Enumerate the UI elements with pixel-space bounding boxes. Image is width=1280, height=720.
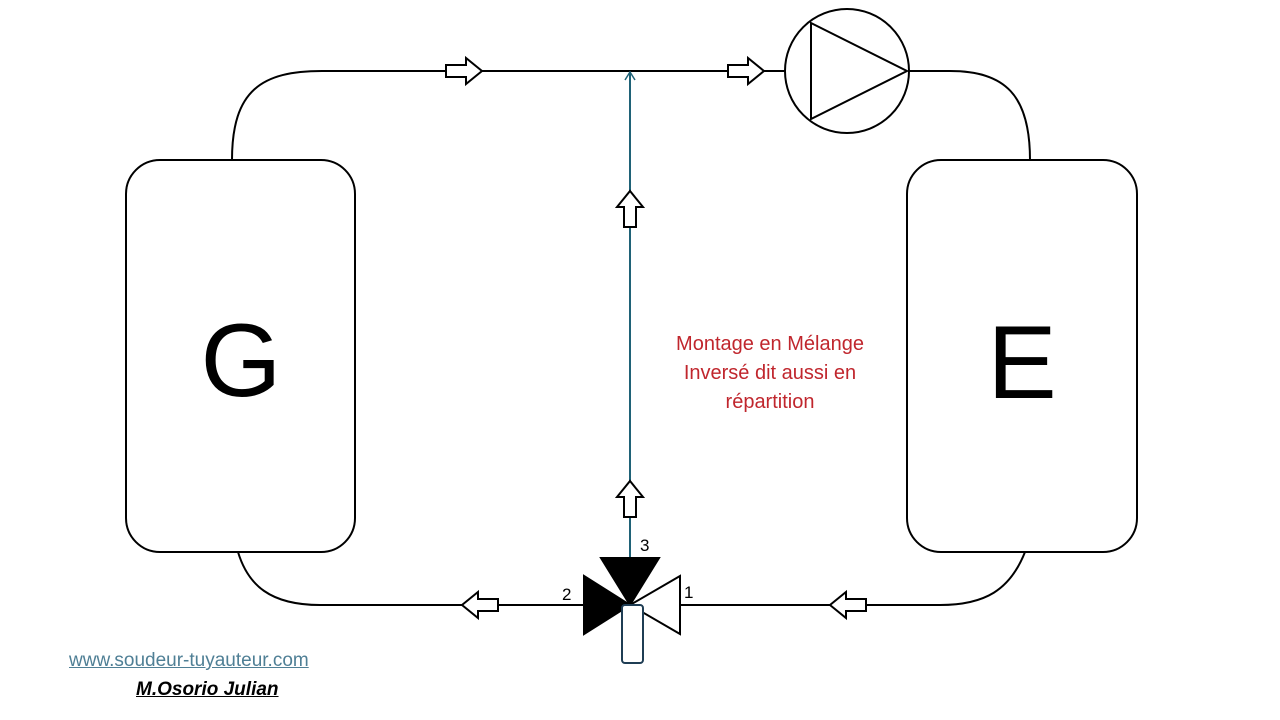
note-line: Montage en Mélange xyxy=(676,333,864,355)
generator-box: G xyxy=(125,159,356,553)
author-credit: M.Osorio Julian xyxy=(136,679,279,700)
flow-arrow-icon xyxy=(727,57,765,85)
bypass-pipe xyxy=(624,70,636,558)
website-link[interactable]: www.soudeur-tuyauteur.com xyxy=(69,650,309,671)
return-pipe-left xyxy=(237,551,584,606)
generator-label: G xyxy=(201,303,282,419)
emitter-box: E xyxy=(906,159,1138,553)
return-pipe-right xyxy=(680,551,1026,606)
note-line: Inversé dit aussi en xyxy=(683,362,857,384)
flow-arrow-icon xyxy=(445,57,483,85)
emitter-supply-pipe xyxy=(908,70,1031,161)
flow-arrow-icon xyxy=(616,480,644,518)
mixing-note: Montage en Mélange Inversé dit aussi en … xyxy=(640,330,900,417)
flow-arrow-icon xyxy=(616,190,644,228)
flow-arrow-icon xyxy=(461,591,499,619)
flow-arrow-icon xyxy=(829,591,867,619)
pump-icon xyxy=(784,8,910,134)
valve-port-3-label: 3 xyxy=(640,536,649,555)
three-way-valve-icon xyxy=(583,557,681,664)
note-line: répartition xyxy=(725,391,815,413)
supply-pipe xyxy=(231,70,785,161)
emitter-label: E xyxy=(987,305,1056,421)
valve-port-2-label: 2 xyxy=(562,585,571,604)
valve-port-1-label: 1 xyxy=(684,583,693,602)
